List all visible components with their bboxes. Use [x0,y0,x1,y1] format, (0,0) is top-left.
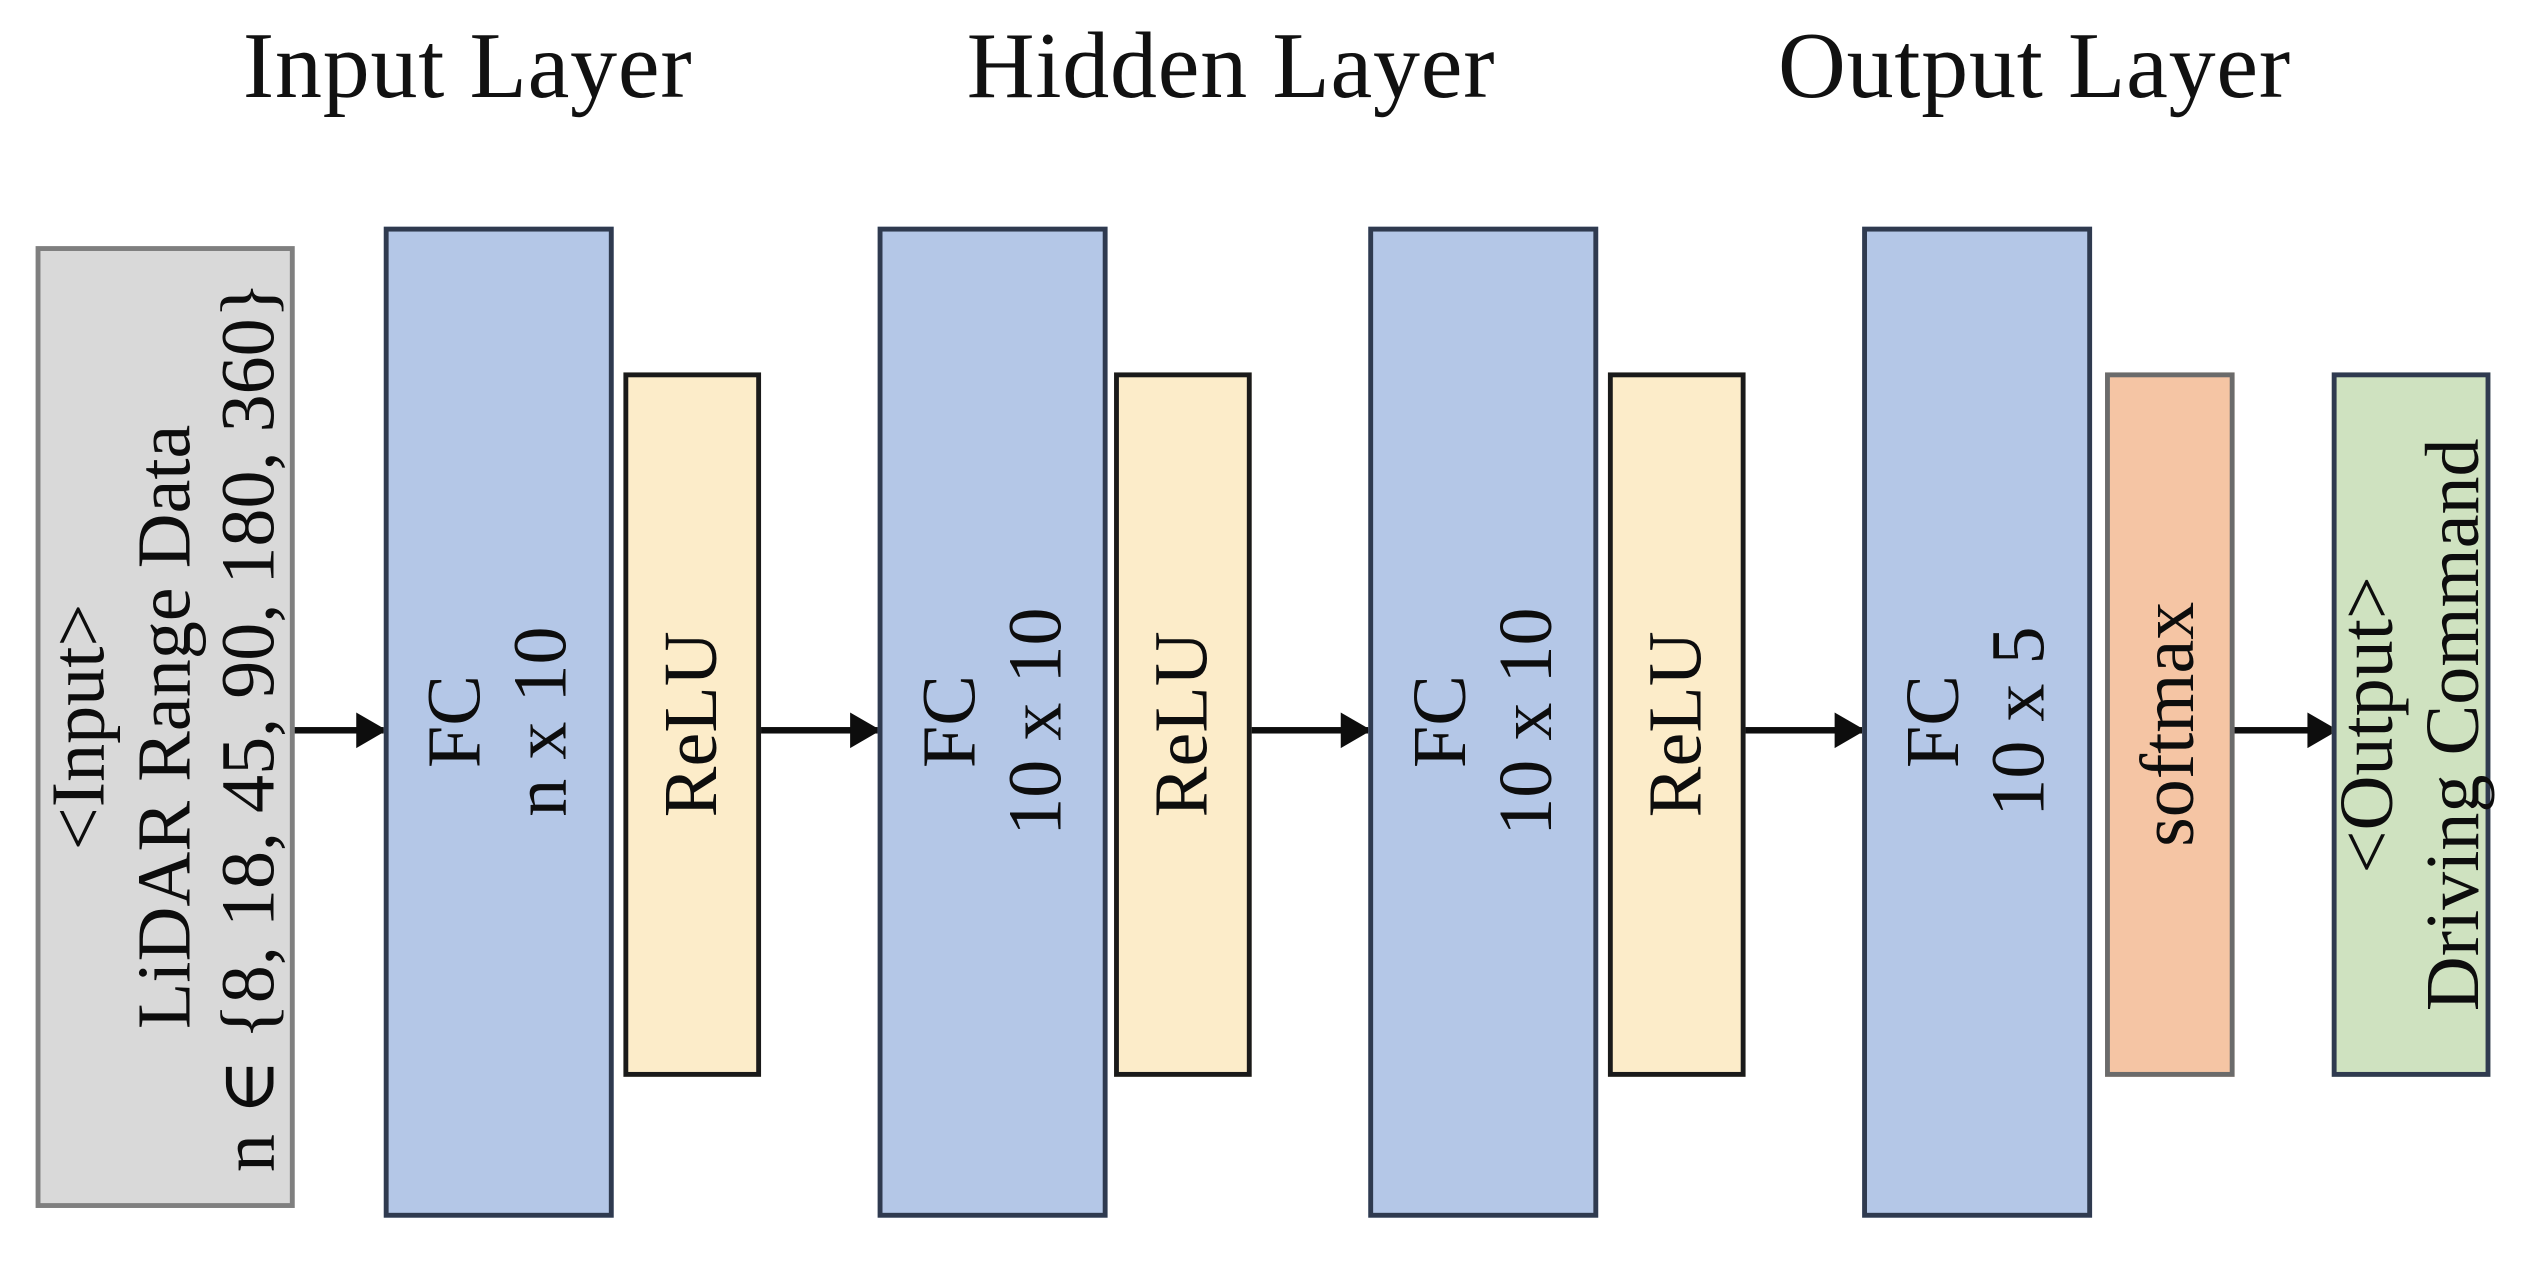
block-fc-1: FC n x 10 [383,226,614,1218]
block-relu-1-label: ReLU [650,632,735,818]
arrow-relu3-to-fc4 [1745,727,1863,734]
block-fc-4-line-1: FC [1891,675,1977,769]
section-title-hidden-layer: Hidden Layer [966,12,1496,119]
block-relu-3-line-1: ReLU [1634,631,1719,818]
arrow-softmax-to-output [2234,727,2335,734]
block-fc-3-label: FC 10 x 10 [1398,608,1568,836]
block-fc-2-line-1: FC [907,675,992,769]
block-output-line-1: <Output> [2325,575,2411,874]
block-output-label: <Output> Driving Command [2326,438,2496,1011]
block-softmax: softmax [2105,372,2235,1077]
section-title-input-layer: Input Layer [242,12,693,119]
block-relu-1-line-1: ReLU [649,631,734,818]
block-softmax-line-1: softmax [2127,602,2212,848]
block-fc-4-label: FC 10 x 5 [1892,627,2062,817]
block-input-lidar-range-data: <Input> LiDAR Range Data n ∈ {8, 18, 45,… [35,246,295,1208]
block-relu-3-label: ReLU [1634,632,1719,818]
block-input-label: <Input> LiDAR Range Data n ∈ {8, 18, 45,… [37,282,293,1172]
block-output-line-2: Driving Command [2411,438,2496,1012]
block-fc-3-line-1: FC [1398,675,1483,769]
block-fc-1-line-2: n x 10 [498,627,583,818]
arrow-input-to-fc1 [294,727,384,734]
block-fc-1-label: FC n x 10 [414,627,584,817]
block-fc-2: FC 10 x 10 [877,226,1108,1218]
section-title-output-layer: Output Layer [1777,12,2292,119]
block-input-line-3: n ∈ {8, 18, 45, 90, 180, 360} [207,281,292,1173]
block-fc-3: FC 10 x 10 [1368,226,1599,1218]
block-fc-3-line-2: 10 x 10 [1483,608,1568,837]
block-softmax-label: softmax [2127,602,2212,847]
block-relu-1: ReLU [623,372,762,1077]
block-fc-2-line-2: 10 x 10 [992,608,1077,837]
block-fc-4-line-2: 10 x 5 [1977,627,2062,818]
block-relu-3: ReLU [1607,372,1746,1077]
block-relu-2-line-1: ReLU [1140,631,1225,818]
block-input-line-2: LiDAR Range Data [122,424,207,1030]
block-fc-1-line-1: FC [413,675,498,769]
block-input-line-1: <Input> [37,603,122,851]
block-relu-2-label: ReLU [1140,632,1225,818]
block-fc-2-label: FC 10 x 10 [907,608,1077,836]
arrow-relu1-to-fc2 [761,727,878,734]
block-fc-4: FC 10 x 5 [1862,226,2093,1218]
block-relu-2: ReLU [1114,372,1252,1077]
block-output-driving-command: <Output> Driving Command [2326,372,2495,1077]
arrow-relu2-to-fc3 [1251,727,1369,734]
